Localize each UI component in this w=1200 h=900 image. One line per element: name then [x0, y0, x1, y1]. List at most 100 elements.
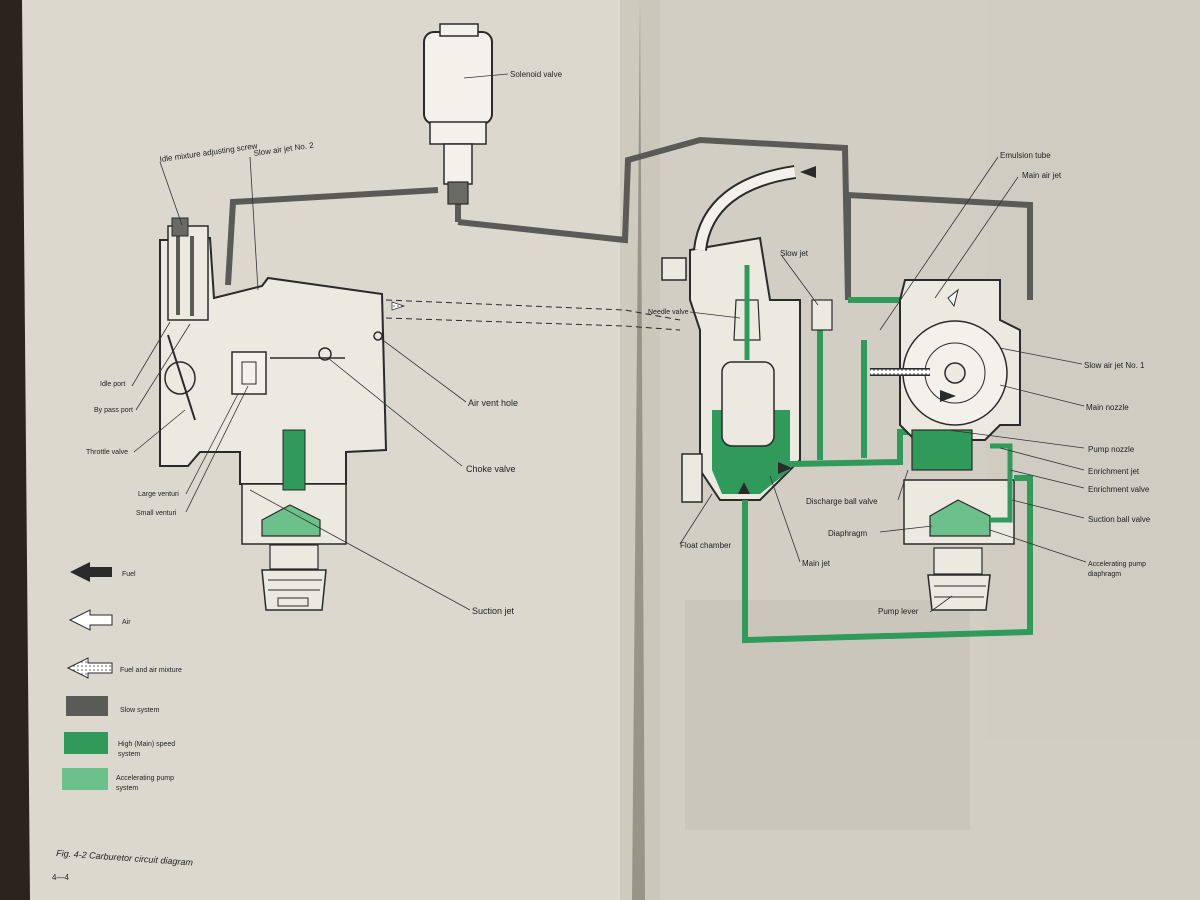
throttle-shaft [164, 361, 196, 395]
pump-lever-label: Pump lever [878, 607, 919, 616]
carburetor-body [159, 236, 388, 485]
suction-jet-leader [249, 489, 471, 611]
needle-valve-label: Needle valve [648, 309, 689, 316]
air-inflow-arrow [947, 288, 959, 308]
solenoid-valve-cap [439, 23, 479, 37]
small-venturi [241, 361, 257, 385]
idle-screw-housing [167, 225, 209, 321]
choke-valve-leader [327, 357, 463, 467]
left-pump-passage [282, 429, 306, 491]
air-vent-passage-lower [385, 317, 681, 331]
enrichment-valve-label: Enrichment valve [1088, 485, 1150, 494]
legend-air: Air [122, 619, 131, 626]
right-slow-system-passage [845, 191, 1033, 300]
main-nozzle-label: Main nozzle [1086, 403, 1129, 412]
fuel-inlet-arrow [800, 166, 816, 178]
legend-fuel: Fuel [122, 571, 136, 578]
right-carburetor [661, 165, 1033, 644]
suction-jet-label: Suction jet [472, 606, 515, 616]
choke-valve-label: Choke valve [466, 464, 516, 474]
mixture-arrow-icon [66, 657, 113, 679]
book-gutter [620, 0, 660, 900]
idle-port-label: Idle port [100, 381, 125, 388]
legend-slow-system: Slow system [120, 707, 159, 714]
idle-screw-leader [159, 161, 183, 226]
accelerating-pump-diaphragm-leader [989, 529, 1087, 563]
accelerating-pump-diaphragm-label-2: diaphragm [1088, 571, 1121, 578]
large-venturi [231, 351, 267, 395]
suction-ball-valve-leader [1011, 499, 1085, 519]
idle-port-leader [131, 321, 171, 387]
emulsion-tube-label: Emulsion tube [1000, 151, 1051, 160]
slow-air-jet-no1-leader [999, 347, 1083, 365]
diaphragm-label: Diaphragm [828, 529, 867, 538]
slow-jet-label: Slow jet [780, 249, 809, 258]
main-jet-leader [769, 475, 801, 563]
large-venturi-leader [185, 393, 239, 495]
page-number: 4—4 [52, 873, 69, 882]
right-labels: Emulsion tube Main air jet Slow jet Need… [648, 151, 1151, 616]
bellows-rib-3 [277, 597, 309, 607]
enrichment-jet-leader [999, 447, 1085, 471]
pump-nozzle-label: Pump nozzle [1088, 445, 1135, 454]
choke-valve-shaft [318, 347, 332, 361]
pump-lever-leader [929, 595, 953, 613]
right-pump-chamber [929, 499, 991, 537]
slow-system-passage-cross [457, 136, 851, 301]
fuel-inlet-pipe [695, 167, 796, 251]
left-pump-piston [269, 544, 319, 570]
enrichment-jet-label: Enrichment jet [1088, 467, 1140, 476]
legend-high-speed-2: system [118, 751, 140, 758]
accelerating-pump-diaphragm-label-1: Accelerating pump [1088, 561, 1146, 568]
legend: Fuel Air Fuel and air mixture Slow syste… [62, 562, 182, 792]
emulsion-tube-leader [879, 156, 999, 331]
accel-pump-swatch [62, 768, 108, 790]
float [721, 361, 775, 447]
slow-system-swatch [66, 696, 108, 716]
main-nozzle-center [944, 362, 966, 384]
small-venturi-leader [185, 385, 249, 513]
main-air-jet-label: Main air jet [1022, 171, 1062, 180]
high-speed-swatch [64, 732, 108, 754]
throttle-valve-plate [167, 334, 196, 421]
main-air-jet-leader [934, 176, 1019, 299]
right-pump-bellows [927, 574, 991, 611]
small-venturi-label: Small venturi [136, 510, 177, 517]
enrichment-passage [990, 443, 1013, 523]
main-nozzle-leader [999, 384, 1085, 407]
slow-system-passage [225, 187, 439, 286]
pump-check-block [911, 429, 973, 471]
pump-suction-loop [742, 475, 1033, 644]
idle-mixture-screw-head [171, 217, 189, 237]
solenoid-valve-nut [429, 121, 487, 145]
main-jet-fuel-arrow [778, 462, 792, 474]
float-chamber-label: Float chamber [680, 541, 731, 550]
discharge-ball-valve-leader [897, 469, 909, 501]
solenoid-valve-body [423, 31, 493, 125]
air-vent-hole-label: Air vent hole [468, 398, 518, 408]
main-nozzle-arrow [940, 390, 956, 402]
solenoid-valve-stem [443, 143, 473, 185]
right-pump-piston [933, 547, 983, 575]
throttle-valve-leader [133, 409, 186, 453]
air-vent-hole-leader [379, 337, 467, 403]
legend-fuel-air-mixture: Fuel and air mixture [120, 667, 182, 674]
diaphragm-leader [879, 525, 933, 533]
main-jet-label: Main jet [802, 559, 831, 568]
float-chamber-drain [681, 453, 703, 503]
needle-valve-leader [689, 311, 741, 319]
float-chamber-leader [679, 493, 713, 545]
suction-ball-valve-label: Suction ball valve [1088, 515, 1151, 524]
slow-jet-leader [781, 255, 819, 306]
fuel-arrow-icon [70, 562, 112, 582]
air-vent-hole-marker [373, 331, 383, 341]
enrichment-valve-leader [1009, 469, 1085, 489]
slow-air-jet-no2-leader [249, 156, 259, 291]
large-venturi-label: Large venturi [138, 491, 179, 498]
slow-jet-body [811, 299, 833, 331]
legend-accel-pump-1: Accelerating pump [116, 775, 174, 782]
by-pass-port-leader [135, 323, 191, 411]
discharge-ball-valve-label: Discharge ball valve [806, 497, 878, 506]
